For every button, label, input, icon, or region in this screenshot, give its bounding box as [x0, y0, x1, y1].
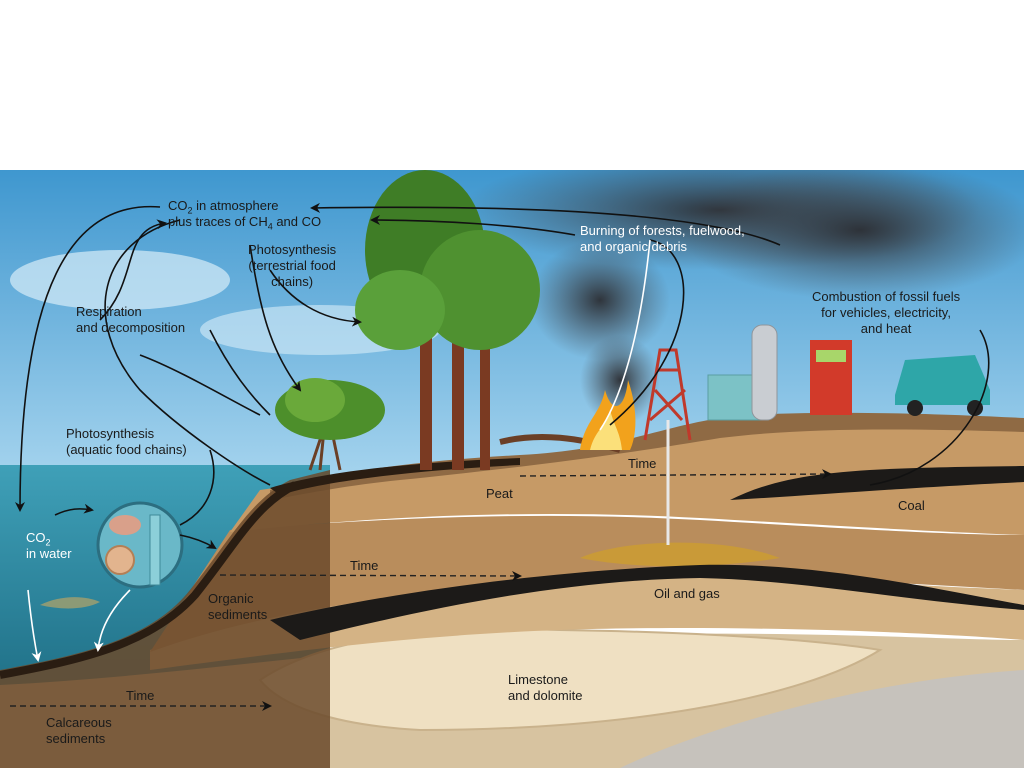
- topsoil: [270, 412, 1024, 500]
- label-time-lower: Time: [126, 688, 155, 703]
- grey-layer: [620, 670, 1024, 768]
- smoke-cloud: [460, 170, 1024, 425]
- tall-trees: [355, 170, 540, 470]
- aquatic-inset: [96, 501, 184, 589]
- fire: [580, 380, 636, 450]
- carbon-cycle-diagram: CO2 in atmosphere plus traces of CH4 and…: [0, 170, 1024, 768]
- label-burning: Burning of forests, fuelwood, and organi…: [580, 223, 745, 254]
- label-photosynthesis-terrestrial: Photosynthesis (terrestrial food chains): [248, 242, 337, 289]
- label-co2-water: CO2 in water: [26, 530, 72, 561]
- diagram-artwork: [0, 170, 1024, 768]
- label-coal: Coal: [898, 498, 925, 513]
- label-combustion: Combustion of fossil fuels for vehicles,…: [812, 289, 961, 336]
- label-photosynthesis-aquatic: Photosynthesis (aquatic food chains): [66, 426, 187, 457]
- oil-derrick: [643, 348, 692, 441]
- mid-soil: [150, 515, 1024, 652]
- label-calcareous: Calcareous sediments: [46, 715, 112, 746]
- label-peat: Peat: [486, 486, 513, 501]
- label-limestone: Limestone and dolomite: [508, 672, 583, 703]
- time-arrows: [10, 469, 832, 711]
- fuel-pump: [810, 340, 852, 415]
- label-time-upper: Time: [628, 456, 657, 471]
- fish: [40, 597, 100, 609]
- label-respiration: Respiration and decomposition: [76, 304, 186, 335]
- label-time-middle: Time: [350, 558, 379, 573]
- shore-edge: [0, 481, 297, 679]
- label-organic-sediments: Organic sediments: [208, 591, 268, 622]
- label-oil-gas: Oil and gas: [654, 586, 720, 601]
- power-plant: [707, 324, 778, 421]
- cloud: [10, 250, 230, 310]
- oil-gas-seam: [270, 564, 1024, 640]
- oil-reservoir: [580, 542, 780, 567]
- upper-soil: [230, 420, 1024, 535]
- label-co2-atmosphere: CO2 in atmosphere plus traces of CH4 and…: [168, 198, 322, 232]
- cycle-arrows: [15, 202, 990, 662]
